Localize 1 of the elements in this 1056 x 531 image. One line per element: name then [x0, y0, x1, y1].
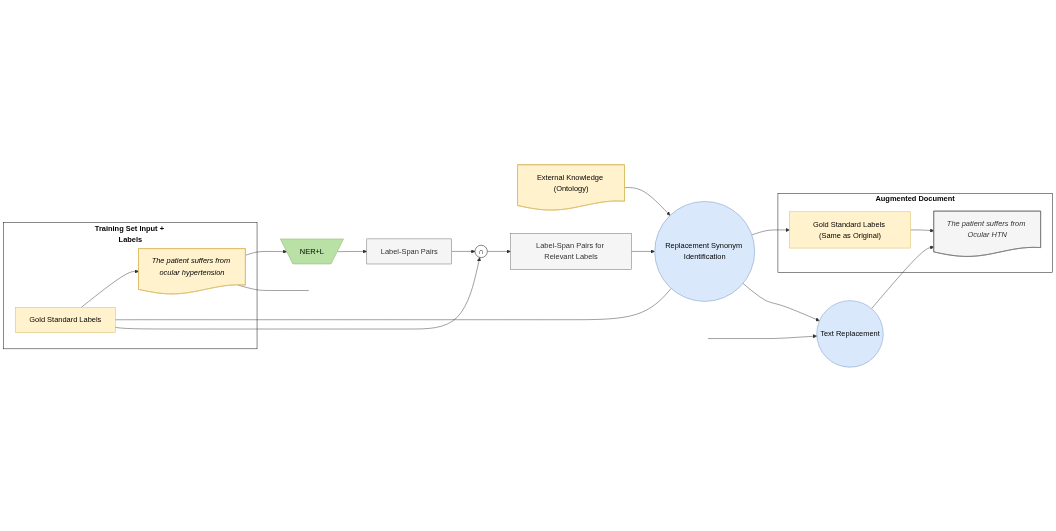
connector	[115, 287, 672, 320]
